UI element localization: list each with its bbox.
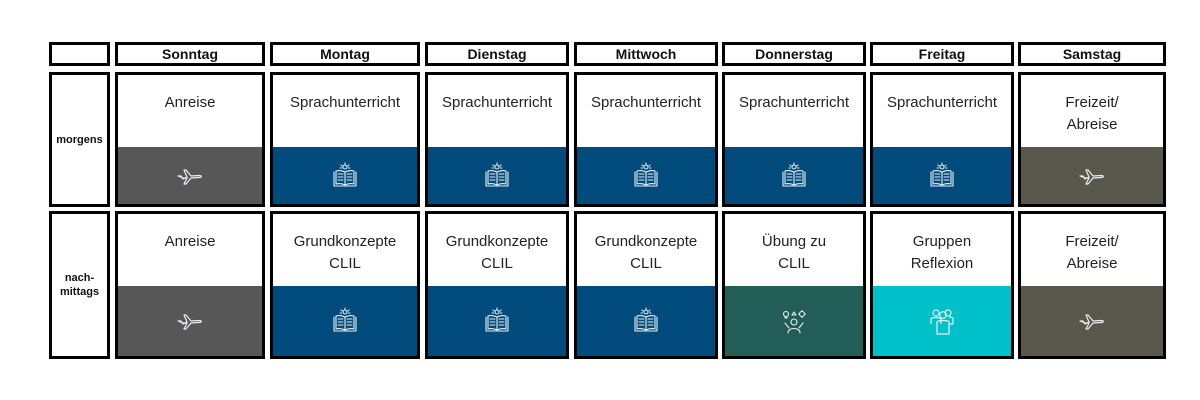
- schedule-cell: Sprachunterricht: [270, 72, 420, 207]
- activity-label: Grundkonzepte CLIL: [594, 233, 698, 272]
- airplane-icon: [1077, 162, 1107, 190]
- idea-person-icon: [779, 307, 809, 335]
- activity-label: Anreise: [164, 233, 216, 250]
- airplane-icon: [175, 162, 205, 190]
- activity-label: Freizeit/ Abreise: [1065, 94, 1119, 133]
- header-day-donnerstag: Donnerstag: [722, 42, 866, 66]
- activity-label: Sprachunterricht: [441, 94, 553, 111]
- airplane-icon: [1077, 307, 1107, 335]
- activity-color-band: [118, 147, 262, 204]
- schedule-cell: Sprachunterricht: [574, 72, 718, 207]
- activity-label: Sprachunterricht: [590, 94, 702, 111]
- activity-color-band: [725, 286, 863, 356]
- book-icon: [482, 307, 512, 335]
- book-icon: [330, 161, 360, 190]
- book-icon: [631, 307, 661, 335]
- book-icon: [779, 161, 809, 190]
- book-icon: [330, 307, 360, 335]
- activity-color-band: [273, 286, 417, 356]
- activity-color-band: [725, 147, 863, 204]
- activity-label: Sprachunterricht: [738, 94, 850, 111]
- activity-label: Freizeit/ Abreise: [1065, 233, 1119, 272]
- schedule-cell: Sprachunterricht: [425, 72, 569, 207]
- activity-color-band: [118, 286, 262, 356]
- activity-color-band: [273, 147, 417, 204]
- schedule-cell: Anreise: [115, 211, 265, 359]
- header-day-samstag: Samstag: [1018, 42, 1166, 66]
- activity-label: Übung zu CLIL: [761, 233, 827, 272]
- schedule-cell: Freizeit/ Abreise: [1018, 211, 1166, 359]
- activity-color-band: [1021, 147, 1163, 204]
- activity-color-band: [428, 286, 566, 356]
- schedule-cell: Grundkonzepte CLIL: [270, 211, 420, 359]
- schedule-cell: Grundkonzepte CLIL: [425, 211, 569, 359]
- activity-color-band: [577, 147, 715, 204]
- activity-color-band: [873, 286, 1011, 356]
- activity-label: Anreise: [164, 94, 216, 111]
- schedule-cell: Übung zu CLIL: [722, 211, 866, 359]
- schedule-cell: Sprachunterricht: [870, 72, 1014, 207]
- header-day-sonntag: Sonntag: [115, 42, 265, 66]
- activity-label: Sprachunterricht: [289, 94, 401, 111]
- book-icon: [631, 161, 661, 190]
- row-label-text: nach- mittags: [59, 272, 100, 298]
- group-icon: [927, 307, 957, 335]
- header-day-freitag: Freitag: [870, 42, 1014, 66]
- header-day-montag: Montag: [270, 42, 420, 66]
- row-label-morgens: morgens: [49, 72, 110, 207]
- header-day-dienstag: Dienstag: [425, 42, 569, 66]
- activity-label: Sprachunterricht: [886, 94, 998, 111]
- schedule-cell: Sprachunterricht: [722, 72, 866, 207]
- row-label-nachmittags: nach- mittags: [49, 211, 110, 359]
- schedule-cell: Gruppen Reflexion: [870, 211, 1014, 359]
- activity-color-band: [577, 286, 715, 356]
- airplane-icon: [175, 307, 205, 335]
- activity-color-band: [873, 147, 1011, 204]
- activity-color-band: [428, 147, 566, 204]
- header-corner: [49, 42, 110, 66]
- schedule-cell: Grundkonzepte CLIL: [574, 211, 718, 359]
- activity-label: Grundkonzepte CLIL: [293, 233, 397, 272]
- schedule-cell: Anreise: [115, 72, 265, 207]
- book-icon: [927, 161, 957, 190]
- activity-label: Gruppen Reflexion: [910, 233, 974, 272]
- activity-label: Grundkonzepte CLIL: [445, 233, 549, 272]
- activity-color-band: [1021, 286, 1163, 356]
- row-label-text: morgens: [56, 133, 103, 146]
- book-icon: [482, 161, 512, 190]
- schedule-cell: Freizeit/ Abreise: [1018, 72, 1166, 207]
- header-day-mittwoch: Mittwoch: [574, 42, 718, 66]
